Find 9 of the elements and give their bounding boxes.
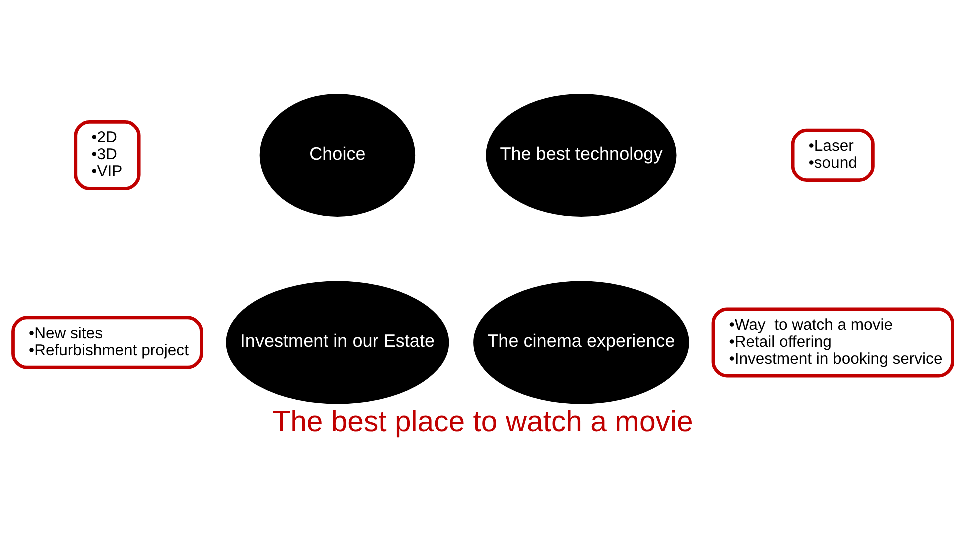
node-box: •2D •3D •VIP	[74, 120, 141, 190]
diagram-title: The best place to watch a movie	[272, 405, 694, 438]
node-ellipse: The cinema experience	[474, 280, 690, 404]
node-box: •New sites •Refurbishment project	[12, 316, 204, 369]
node-box: •Way to watch a movie •Retail offering •Investment in booking service	[712, 307, 954, 378]
node-ellipse: The best technology	[486, 93, 677, 216]
node-ellipse: Choice	[260, 93, 416, 216]
node-ellipse: Investment in our Estate	[226, 280, 450, 404]
node-box: •Laser •sound	[791, 128, 875, 182]
